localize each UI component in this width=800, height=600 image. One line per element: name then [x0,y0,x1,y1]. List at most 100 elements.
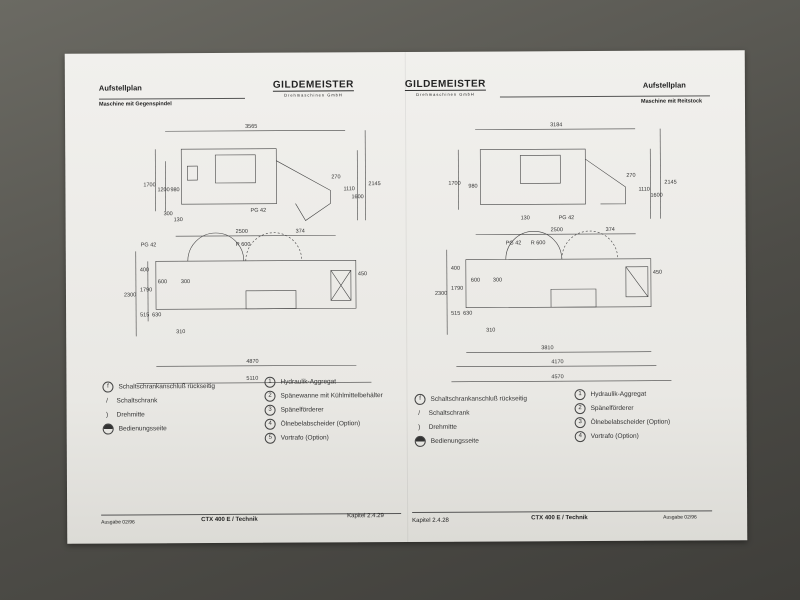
dim-pg42-plan: PG 42 [141,242,157,248]
dim-300: 300 [164,211,173,217]
right-drawing: 3184 1700 980 270 1110 1600 2145 130 PG … [435,122,677,383]
legend-item: 4 Ölnebelabscheider (Option) [264,416,383,431]
legend-label: Spänelförderer [280,405,324,414]
dim-4570: 4570 [551,374,563,380]
right-plan-view: 2500 374 R 600 PG 42 400 1790 2300 600 3… [435,227,672,383]
dim-1700: 1700 [448,181,460,187]
dim-374: 374 [296,229,305,235]
right-logo-text: GILDEMEISTER [404,78,486,91]
legend-label: Vortrafo (Option) [280,433,329,442]
left-footer-edition: Ausgabe 02/96 [101,519,135,526]
dim-1790: 1790 [140,287,152,293]
dim-2500: 2500 [551,227,563,233]
left-plan-view: 2500 374 R 600 PG 42 400 1790 2300 600 3… [124,229,372,384]
legend-item: 1 Hydraulik-Aggregat [264,374,382,389]
left-logo-sub: Drehmaschinen GmbH [272,90,354,98]
dim-515: 515 [451,311,460,317]
legend-label: Drehmitte [428,423,457,431]
dim-1110: 1110 [638,187,649,193]
right-footer-rule [412,510,713,513]
dim-r600: R 600 [236,242,251,248]
legend-label: Hydraulik-Aggregat [590,390,647,398]
legend-item: Bedienungsseite [414,433,528,448]
left-header-rule [98,97,245,100]
right-side-view: 3184 1700 980 270 1110 1600 2145 130 PG … [448,122,676,221]
legend-number: 3 [264,404,276,416]
left-logo-text: GILDEMEISTER [272,79,354,91]
left-side-view: 3565 1700 1200 980 270 1110 1600 2145 30… [143,124,380,223]
left-subtitle: Maschine mit Gegenspindel [98,101,172,108]
dim-2145: 2145 [368,181,380,187]
legend-number: 4 [574,430,586,442]
dim-4870: 4870 [246,359,258,365]
legend-item: /Schaltschrank [418,409,470,417]
dim-300-plan: 300 [181,279,190,285]
dim-1110: 1110 [343,186,354,192]
legend-label: Spänewanne mit Kühlmittelbehälter [280,391,383,400]
right-footer-chapter: Kapitel 2.4.28 [412,517,449,524]
page-fold [404,51,409,542]
dim-450: 450 [358,271,367,277]
right-footer-edition: Ausgabe 02/96 [663,514,697,521]
dim-400: 400 [140,267,149,273]
dim-450: 450 [653,270,662,276]
dim-3810: 3810 [541,345,553,351]
right-footer-model: CTX 400 E / Technik [531,515,588,522]
dim-5110: 5110 [246,376,258,382]
dim-374: 374 [606,227,615,233]
dim-300: 300 [493,277,502,283]
dim-130: 130 [174,217,183,223]
dim-1200: 1200 [157,187,169,193]
dim-1790: 1790 [451,286,463,292]
dim-1700: 1700 [143,182,155,188]
legend-label: Hydraulik-Aggregat [280,377,337,386]
dim-4170: 4170 [551,359,563,365]
legend-label: Spänelförderer [590,404,634,412]
dim-600: 600 [158,279,167,285]
dim-400: 400 [451,266,460,272]
legend-number: 3 [574,416,586,428]
right-subtitle: Maschine mit Reitstock [640,98,703,105]
dim-980: 980 [468,184,477,190]
right-title: Aufstellplan [642,80,686,90]
legend-number: 5 [264,432,276,444]
left-drawing: 3565 1700 1200 980 270 1110 1600 2145 30… [124,124,381,384]
dim-2300: 2300 [124,292,136,298]
legend-label: Bedienungsseite [430,437,479,445]
dim-980: 980 [170,187,179,193]
dim-515: 515 [140,312,149,318]
dim-pg42-plan: PG 42 [506,240,522,246]
dim-pg42: PG 42 [251,208,267,214]
legend-label: Bedienungsseite [118,424,167,433]
legend-label: Schaltschrank [116,396,158,405]
dim-630: 630 [463,311,472,317]
legend-label: Schaltschrankanschluß rückseitig [430,394,528,403]
dim-630: 630 [152,312,161,318]
legend-item: /Schaltschrank [106,396,158,405]
dim-310: 310 [486,328,495,334]
dim-310: 310 [176,329,185,335]
legend-item: 3 Spänelförderer [264,402,383,417]
legend-number: 1 [264,376,276,388]
legend-item: 5 Vortrafo (Option) [264,430,383,445]
dim-600: 600 [471,278,480,284]
legend-label: Vortrafo (Option) [590,432,639,440]
legend-number: 4 [264,418,276,430]
legend-item: )Drehmitte [418,423,457,431]
legend-label: Ölnebelabscheider (Option) [280,419,361,428]
dim-1600: 1600 [650,193,662,199]
dim-3184: 3184 [550,122,562,128]
legend-item: Bedienungsseite [102,421,216,436]
dim-270: 270 [331,174,340,180]
legend-item: )Drehmitte [105,410,145,419]
right-header-rule [499,95,710,98]
dim-130: 130 [521,215,530,221]
